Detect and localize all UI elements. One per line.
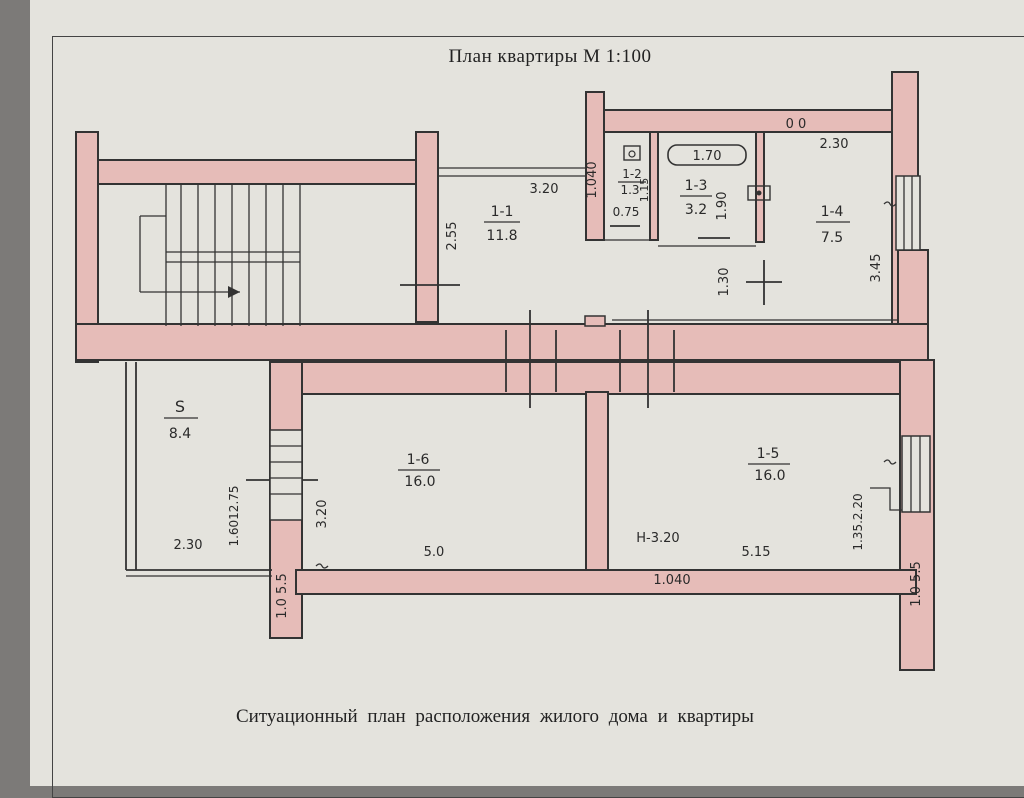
room-1-3-id: 1-3 xyxy=(685,178,708,194)
wall-top xyxy=(603,109,893,133)
dim-wc-wall: 1.040 xyxy=(585,161,600,198)
wall-wc-bath xyxy=(649,131,659,241)
dim-r1-6-width: 5.0 xyxy=(424,545,445,560)
dim-r1-3-height: 1.90 xyxy=(715,192,730,221)
balcony-area: 8.4 xyxy=(169,426,191,442)
window-right-middle xyxy=(870,487,902,511)
dim-bath-length: 1.70 xyxy=(693,149,722,164)
staircase xyxy=(139,184,301,326)
wall-wc-left xyxy=(585,91,605,241)
room-1-2-id: 1-2 xyxy=(622,167,642,181)
dim-r1-4-width: 2.30 xyxy=(820,137,849,152)
wall-bath-room xyxy=(755,131,765,243)
dim-r1-5-width: 5.15 xyxy=(742,545,771,560)
dim-balcony-width: 2.30 xyxy=(174,538,203,553)
dim-r1-2-a: 1.15 xyxy=(638,178,651,203)
squiggle-mark xyxy=(883,201,897,207)
room-1-6-id: 1-6 xyxy=(407,452,430,468)
window-left-lower xyxy=(269,429,303,521)
sink-icon xyxy=(747,185,771,201)
wall-stair-top xyxy=(97,159,417,185)
room-1-6-area: 16.0 xyxy=(404,474,435,490)
wall-stair-left xyxy=(75,131,99,363)
room-1-3-area: 3.2 xyxy=(685,202,707,218)
wall-lower-top xyxy=(269,361,911,395)
dim-top-wall: 0 0 xyxy=(786,117,807,132)
toilet-icon xyxy=(623,145,641,161)
bathtub-icon xyxy=(667,144,747,166)
dim-ceiling-height: Н-3.20 xyxy=(636,531,679,546)
wall-partition xyxy=(585,391,609,571)
dim-r1-5-height: 1.35.2.20 xyxy=(851,493,865,550)
dim-r1-6-height: 3.20 xyxy=(315,500,330,529)
balcony-id: S xyxy=(175,397,185,416)
window-right-upper xyxy=(895,175,921,251)
wall-lower-right xyxy=(899,359,935,671)
dim-wall-right: 1.0 5.5 xyxy=(909,561,924,606)
wall-bottom xyxy=(295,569,917,595)
window-right-lower xyxy=(901,435,931,513)
dim-r1-2-b: 0.75 xyxy=(613,205,640,219)
wall-stair-right xyxy=(415,131,439,323)
room-1-5-id: 1-5 xyxy=(757,446,780,462)
room-1-4-area: 7.5 xyxy=(821,230,843,246)
room-1-1-area: 11.8 xyxy=(486,228,517,244)
squiggle-mark xyxy=(883,459,897,465)
room-1-4-id: 1-4 xyxy=(821,204,844,220)
plan-title: План квартиры М 1:100 xyxy=(448,46,652,67)
dim-bottom-wall: 1.040 xyxy=(653,573,690,588)
dim-corridor: 1.30 xyxy=(717,268,732,297)
dim-wall-left: 1.0 5.5 xyxy=(275,573,290,618)
squiggle-mark xyxy=(315,563,329,569)
wall-middle xyxy=(75,323,929,361)
room-1-1-id: 1-1 xyxy=(491,204,514,220)
room-1-2-area: 1.3 xyxy=(620,183,639,197)
dim-r1-4-height: 3.45 xyxy=(869,254,884,283)
dim-r1-1-length: 3.20 xyxy=(530,182,559,197)
situation-caption: Ситуационный план расположения жилого до… xyxy=(236,706,754,727)
dim-r1-1-height: 2.55 xyxy=(445,222,460,251)
room-1-5-area: 16.0 xyxy=(754,468,785,484)
dim-balcony-height: 1.6012.75 xyxy=(227,485,241,546)
